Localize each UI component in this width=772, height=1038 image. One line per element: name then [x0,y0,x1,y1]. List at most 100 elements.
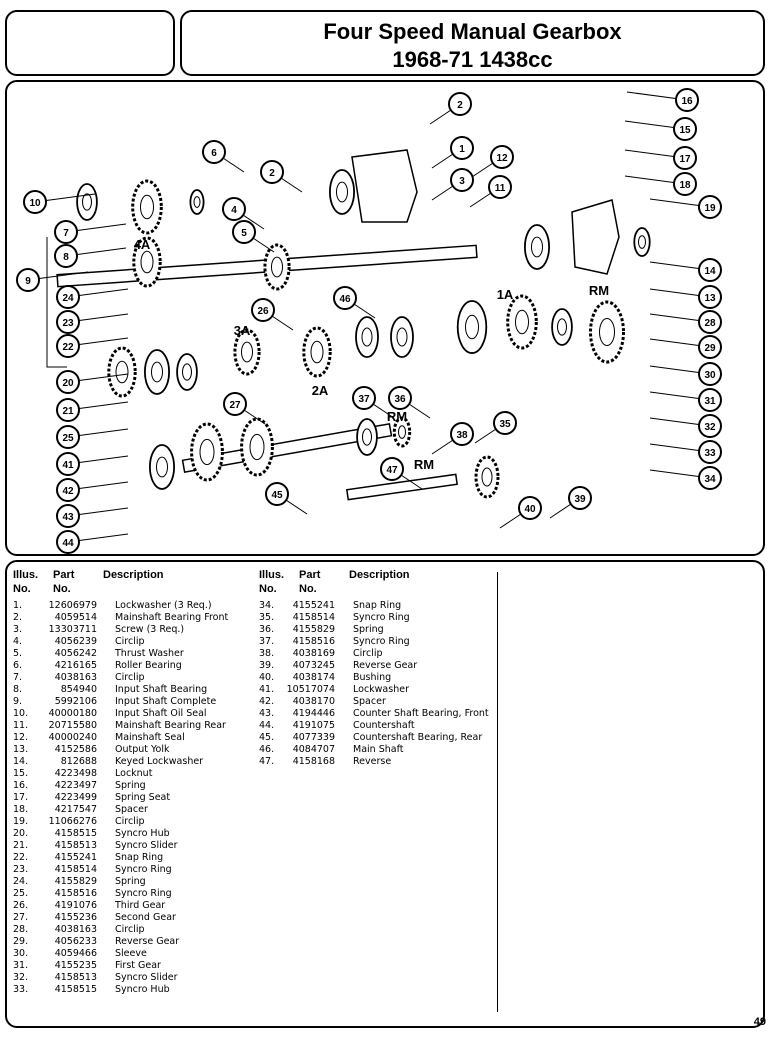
callout-number-9: 9 [25,276,31,287]
assembly-label: RM [387,409,407,424]
callout-circle [490,145,514,169]
part-description: Spring Seat [115,792,171,803]
callout-circle [493,411,517,435]
callout-number-18: 18 [679,180,691,191]
callout-number-2: 2 [457,100,463,111]
callout-number-6: 6 [211,148,217,159]
callout-circle [56,452,80,476]
gear-bore [249,433,265,461]
logo-box [5,10,175,76]
part-description: Syncro Ring [353,612,410,623]
callout-circle [56,478,80,502]
gear-bore [115,360,129,384]
callout-number-21: 21 [62,406,74,417]
part-description: Third Gear [115,900,166,911]
header-part: Part [53,569,75,581]
part-description: Circlip [115,636,145,647]
callout-number-45: 45 [271,490,283,501]
part-description: Mainshaft Bearing Front [115,612,229,623]
part-description: Syncro Ring [115,888,172,899]
gear-bore [599,318,615,346]
part-description: Countershaft Bearing, Rear [353,732,483,743]
title-box: Four Speed Manual Gearbox 1968-71 1438cc [180,10,765,76]
callout-circle [568,486,592,510]
part-number: 4077339 [292,732,335,743]
part-description: Input Shaft Complete [115,696,217,707]
gear-part [474,455,500,499]
syncro-ring-bore [557,318,567,336]
callout-number-7: 7 [63,228,69,239]
illus-number: 7. [13,672,23,683]
callout-circle [16,268,40,292]
callout-number-19: 19 [704,203,716,214]
illus-number: 5. [13,648,23,659]
illus-number: 19. [13,816,29,827]
callout-circle [698,362,722,386]
part-description: Reverse Gear [353,660,418,671]
callout-circle [251,298,275,322]
part-number: 4194446 [292,708,335,719]
part-description: Thrust Washer [115,648,184,659]
header-row-2: No.No. [13,582,228,596]
illus-number: 16. [13,780,29,791]
callout-circle [380,457,404,481]
callout-circle [698,285,722,309]
assembly-label: RM [414,457,434,472]
illus-number: 38. [259,648,275,659]
part-description: Snap Ring [115,852,164,863]
part-description: Lockwasher (3 Req.) [115,600,212,611]
part-number: 4155241 [292,600,335,611]
callout-circle [675,88,699,112]
callout-circle [698,440,722,464]
diagram-drawing: 2132610784592423222646161517181912111413… [16,88,722,554]
part-description: Mainshaft Bearing Rear [115,720,226,731]
roller-bearing-part [189,189,205,215]
part-description: Syncro Slider [115,972,178,983]
illus-number: 4. [13,636,23,647]
part-number: 12606979 [48,600,97,611]
illus-number: 42. [259,696,275,707]
callout-circle [56,504,80,528]
callout-number-11: 11 [495,183,506,194]
part-description: Output Yolk [115,744,170,755]
callout-circle [698,414,722,438]
callout-number-2: 2 [269,168,275,179]
callout-number-26: 26 [257,306,269,317]
part-number: 4155829 [54,876,97,887]
callout-number-23: 23 [62,318,74,329]
part-number: 4152586 [54,744,97,755]
assembly-label: 1A [497,287,514,302]
illus-number: 12. [13,732,29,743]
header-part-no: No. [53,583,71,595]
part-description: Circlip [115,924,145,935]
callout-number-13: 13 [704,293,716,304]
part-number: 4056233 [54,936,97,947]
callout-circle [698,258,722,282]
part-number: 854940 [60,684,97,695]
callout-circle [673,117,697,141]
assembly-label: RM [589,283,609,298]
callout-number-24: 24 [62,293,74,304]
illus-number: 44. [259,720,275,731]
callout-circle [56,334,80,358]
part-description: Input Shaft Bearing [115,684,208,695]
part-number: 4084707 [292,744,335,755]
part-description: Countershaft [353,720,415,731]
gear-bore [271,256,283,278]
callout-circle [232,220,256,244]
callout-number-38: 38 [456,430,468,441]
illus-number: 43. [259,708,275,719]
